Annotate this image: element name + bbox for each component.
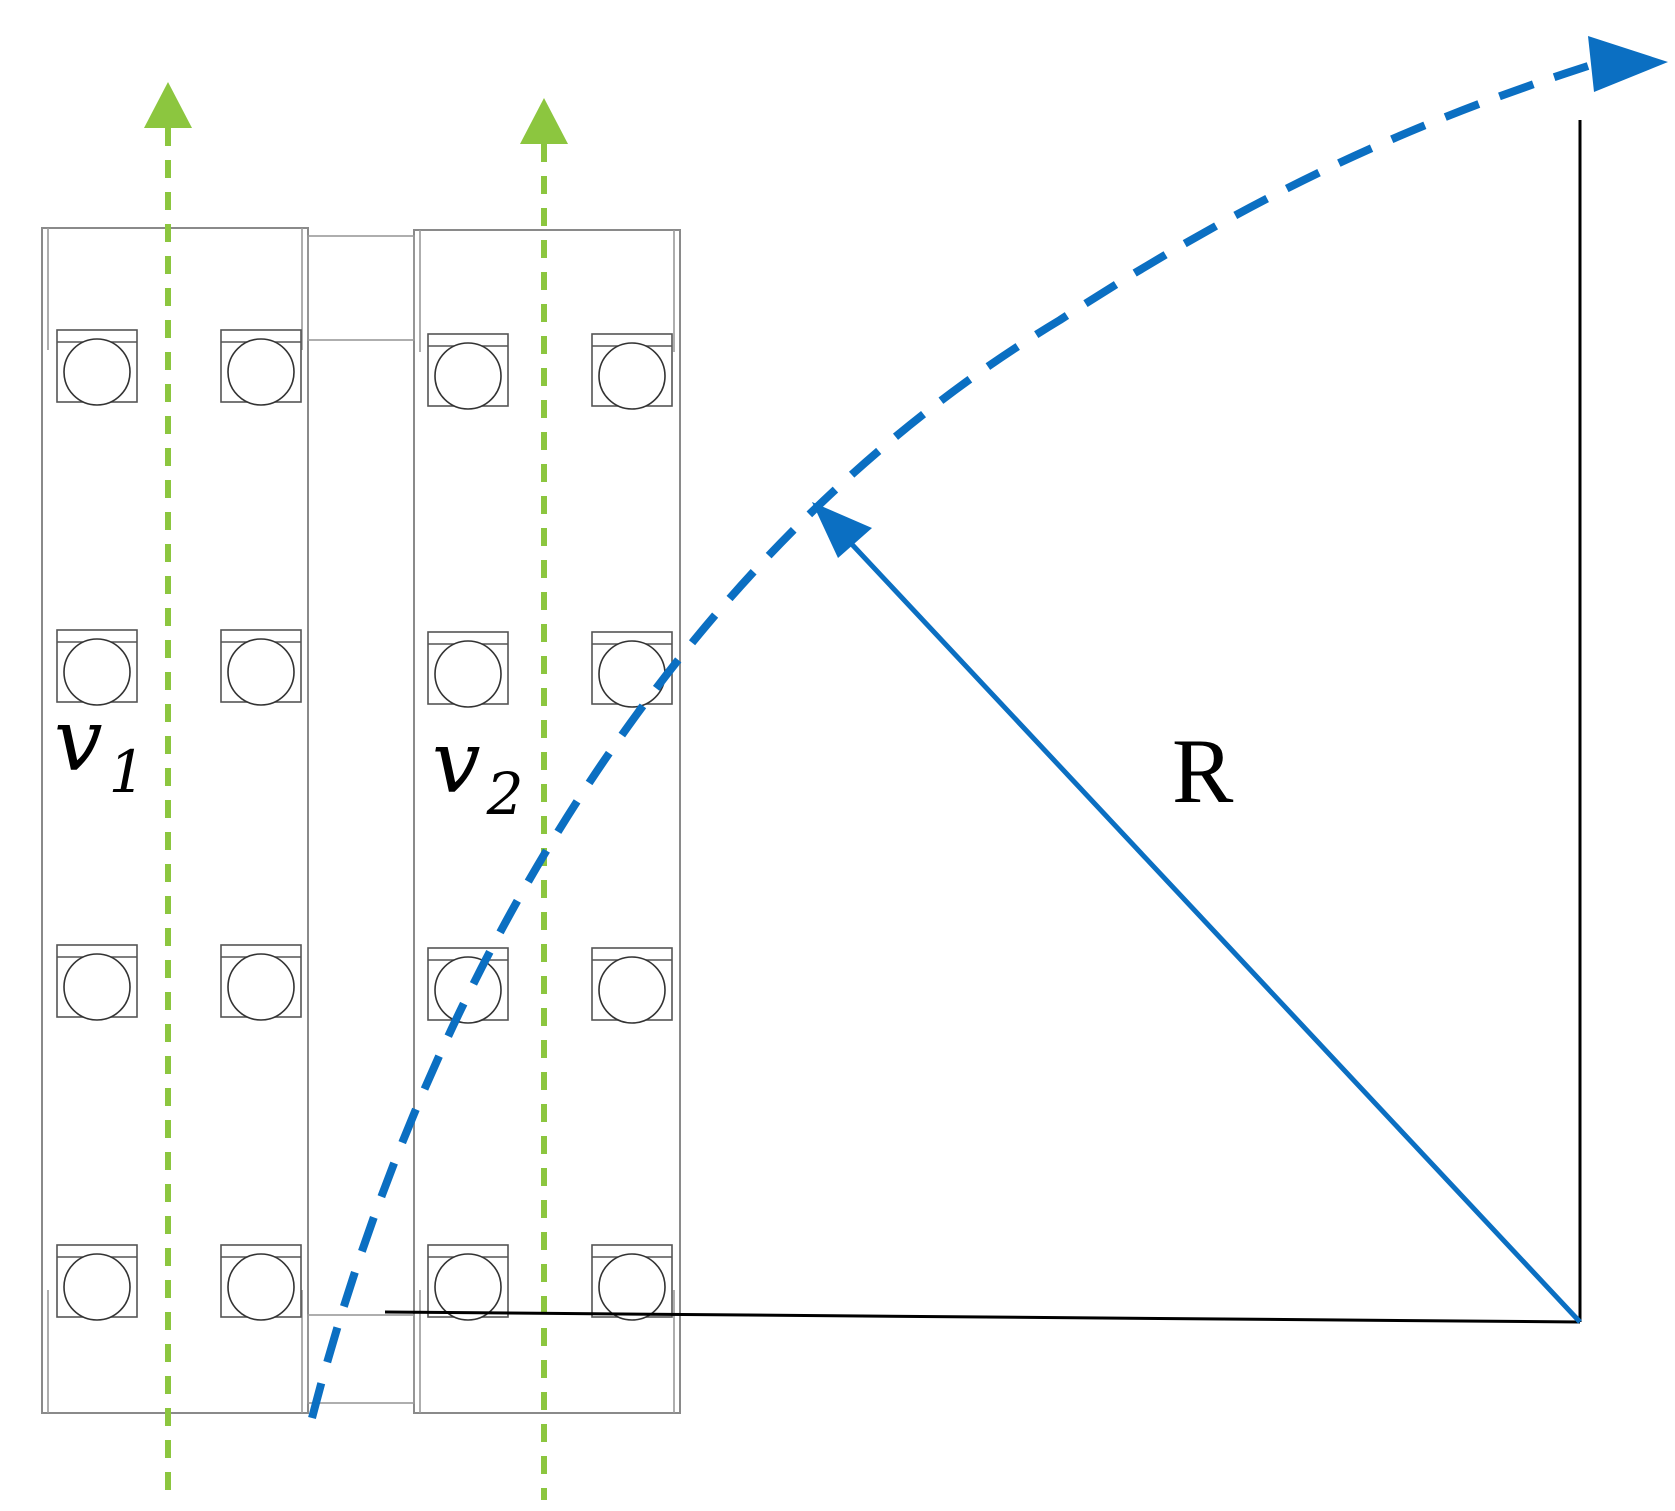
- left-velocity-arrow: [144, 82, 192, 1500]
- wheel-icon: [63, 638, 131, 706]
- left-velocity-arrowhead-icon: [144, 82, 192, 128]
- label-radius: R: [1172, 720, 1234, 822]
- wheel-icon: [63, 1253, 131, 1321]
- turning-arc-arrowhead-icon: [1588, 36, 1668, 92]
- turning-arc: [308, 36, 1668, 1420]
- wheel-icon: [227, 638, 295, 706]
- wheel-icon: [434, 640, 502, 708]
- wheel-icon: [434, 956, 502, 1024]
- wheel-set: [56, 329, 673, 1321]
- left-track-frame: [41, 227, 309, 1414]
- wheel-icon: [63, 953, 131, 1021]
- top-connector: [307, 235, 415, 341]
- turning-arc-path: [308, 62, 1590, 1420]
- radius-vector-line: [844, 536, 1582, 1324]
- wheel-icon: [434, 1253, 502, 1321]
- radius-vector-arrowhead-icon: [812, 502, 872, 558]
- radius-vector: [812, 502, 1582, 1324]
- right-velocity-arrow: [520, 98, 568, 1500]
- left-track-module: [41, 227, 309, 1414]
- horizontal-axis: [384, 1310, 1581, 1324]
- wheel-icon: [227, 1253, 295, 1321]
- wheel-icon: [434, 342, 502, 410]
- wheel-icon: [598, 1253, 666, 1321]
- reference-axes: [384, 120, 1582, 1324]
- connector-bridges: [307, 235, 415, 1404]
- right-velocity-arrowhead-icon: [520, 98, 568, 144]
- wheel-icon: [63, 338, 131, 406]
- wheel-icon: [598, 342, 666, 410]
- wheel-icon: [227, 338, 295, 406]
- bottom-connector: [307, 1314, 415, 1404]
- wheel-icon: [598, 640, 666, 708]
- wheel-icon: [227, 953, 295, 1021]
- wheel-icon: [598, 956, 666, 1024]
